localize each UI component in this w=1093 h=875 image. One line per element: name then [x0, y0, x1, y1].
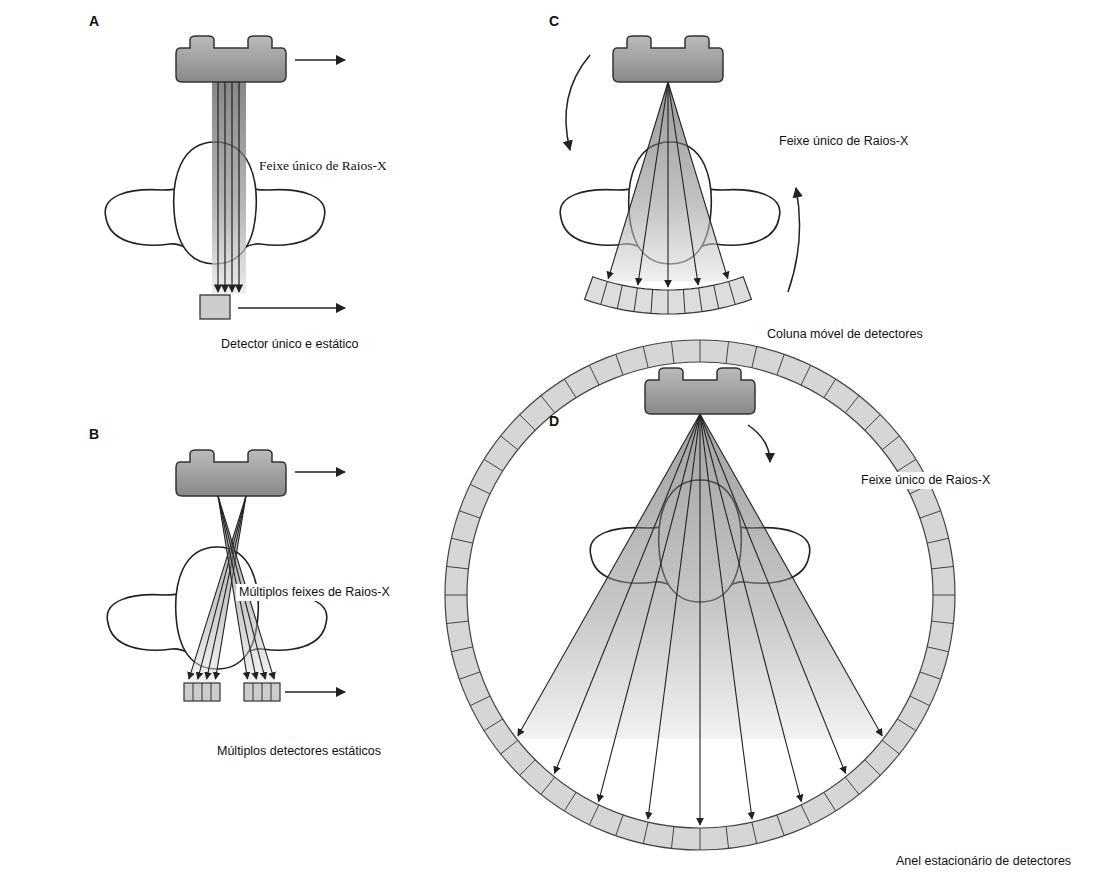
- panel-letter: B: [86, 425, 102, 444]
- beam-label: Feixe único de Raios-X: [256, 157, 390, 175]
- detector-label: Coluna móvel de detectores: [764, 326, 926, 343]
- panel-c: [560, 36, 799, 314]
- beam-label: Múltiplos feixes de Raios-X: [236, 584, 393, 601]
- panel-letter: A: [86, 12, 102, 31]
- detector-label: Anel estacionário de detectores: [893, 853, 1074, 870]
- detector-label: Detector único e estático: [218, 336, 362, 353]
- panel-d: [445, 340, 955, 850]
- detector-label: Múltiplos detectores estáticos: [214, 743, 384, 760]
- panel-letter: D: [546, 412, 562, 431]
- panel-b: [107, 450, 345, 701]
- beam-label: Feixe único de Raios-X: [858, 472, 993, 489]
- panel-a: [105, 36, 345, 319]
- panel-letter: C: [546, 12, 562, 31]
- beam-label: Feixe único de Raios-X: [776, 133, 911, 150]
